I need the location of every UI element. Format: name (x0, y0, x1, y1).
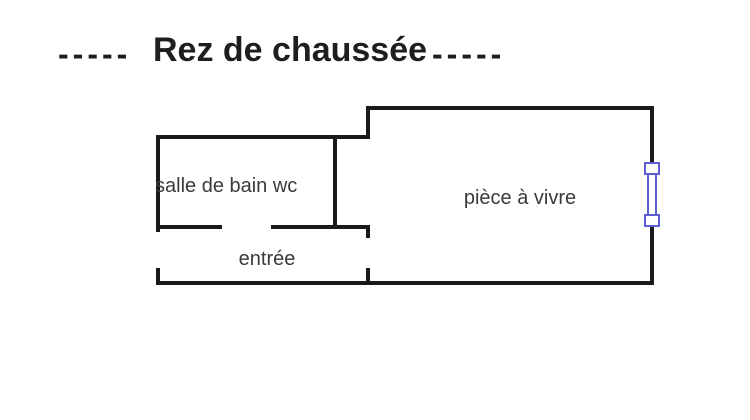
window-icon (647, 175, 657, 214)
room-label-bathroom: salle de bain wc (155, 175, 298, 197)
window-handle-bottom-icon (644, 214, 660, 227)
wall-bathroom-living-divider (333, 135, 337, 229)
wall-bathroom-bottom-right-segment (271, 225, 370, 229)
wall-left-exterior (156, 135, 160, 232)
door-jamb-bottom-left (156, 268, 160, 281)
door-jamb-bottom-middle (366, 268, 370, 281)
door-jamb-entry-living-top (366, 225, 370, 238)
room-label-entry: entrée (238, 248, 296, 270)
wall-living-top (366, 106, 654, 110)
title-dashes-left: ----- (58, 36, 132, 72)
wall-bottom-exterior (156, 281, 654, 285)
window-handle-top-icon (644, 162, 660, 175)
wall-bathroom-bottom-left-segment (156, 225, 222, 229)
wall-bathroom-top (156, 135, 370, 139)
page-title: Rez de chaussée (153, 31, 428, 69)
wall-step-vertical (366, 106, 370, 139)
room-label-living: pièce à vivre (463, 187, 577, 209)
title-dashes-right: ----- (432, 36, 506, 72)
